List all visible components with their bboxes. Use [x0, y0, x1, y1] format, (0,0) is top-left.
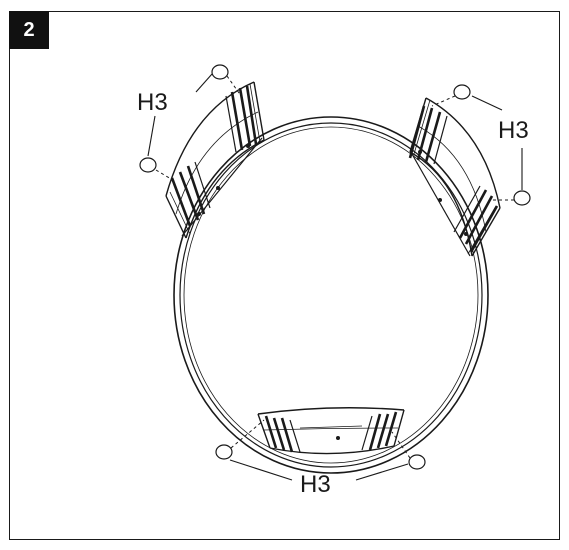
cap-bottom-right	[408, 454, 426, 470]
cap-top-left-2	[139, 157, 157, 173]
leader-lines	[147, 73, 523, 481]
bracket-top-right	[408, 97, 501, 257]
cap-bottom-left	[215, 444, 233, 460]
label-h3-top-right: H3	[498, 117, 529, 144]
bracket-bottom	[257, 407, 405, 455]
bracket-top-left	[165, 81, 265, 239]
diagram-frame	[9, 11, 560, 540]
step-number-badge: 2	[9, 11, 49, 49]
cap-top-left-1	[211, 64, 229, 80]
label-h3-top-left: H3	[137, 89, 168, 116]
ring	[173, 116, 489, 474]
alignment-lines	[155, 75, 514, 459]
cap-top-right-1	[453, 84, 471, 100]
label-h3-bottom: H3	[300, 471, 331, 498]
cap-top-right-2	[513, 190, 531, 206]
caps	[139, 64, 531, 470]
